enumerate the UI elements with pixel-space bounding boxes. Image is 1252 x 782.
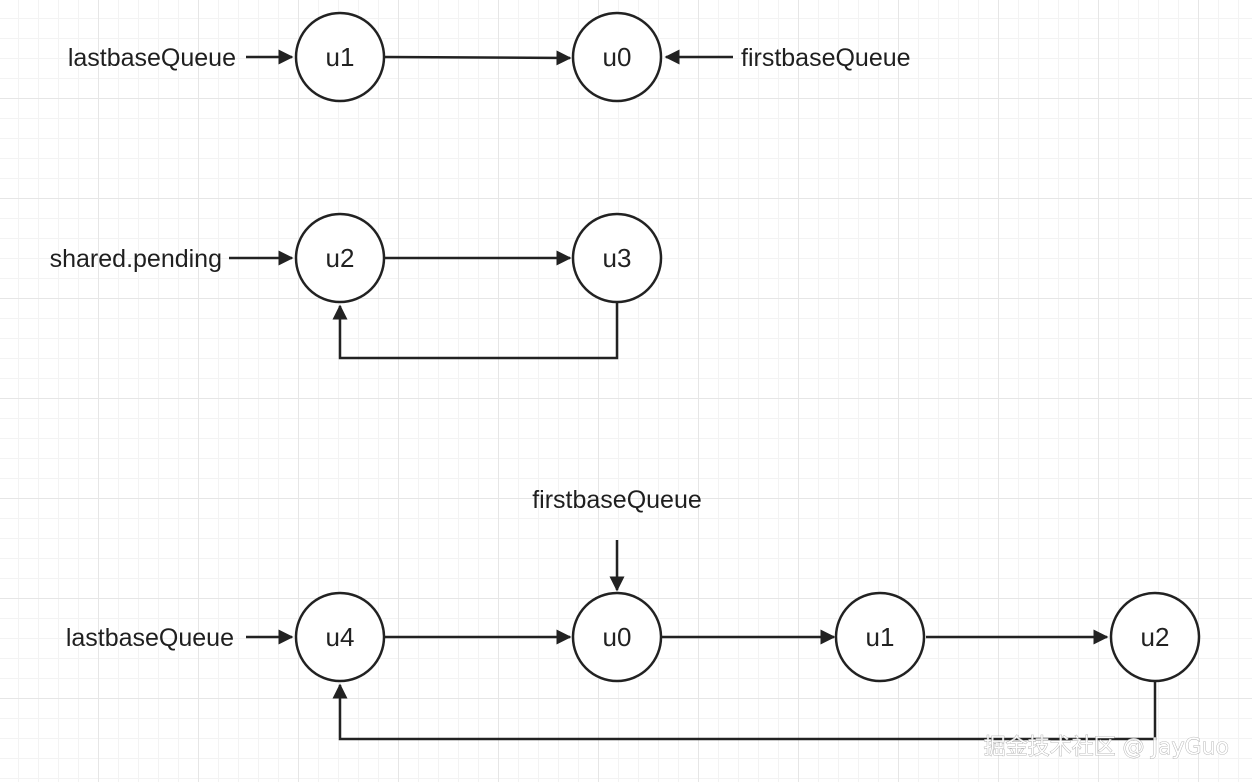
node-u0-label: u0 [603,622,632,652]
node-u0-label: u0 [603,42,632,72]
node-u2[interactable] [294,212,386,304]
diagram-2: u2 u3 shared.pending [50,212,663,360]
shared-pending-label: shared.pending [50,245,222,273]
lastbasequeue-label: lastbaseQueue [68,44,236,72]
arrow-u2-back-to-u4 [332,681,1157,741]
node-u2[interactable] [1109,591,1201,683]
watermark-text: 掘金技术社区 @ JayGuo [984,735,1229,760]
node-u2-label: u2 [1141,622,1170,652]
node-u1-label: u1 [866,622,895,652]
node-u1[interactable] [834,591,926,683]
arrow-u1-to-u0 [384,50,572,66]
node-u4-label: u4 [326,622,355,652]
node-u3[interactable] [571,212,663,304]
node-u1-label: u1 [326,42,355,72]
firstbasequeue-label: firstbaseQueue [532,486,702,514]
arrow-u3-back-to-u2 [332,302,619,360]
diagram-3: u4 u0 u1 u2 firstbaseQueue lastbaseQueue [66,486,1201,741]
node-u2-label: u2 [326,243,355,273]
node-u4[interactable] [294,591,386,683]
node-u0[interactable] [571,591,663,683]
firstbasequeue-label: firstbaseQueue [741,44,911,72]
lastbasequeue-label: lastbaseQueue [66,624,234,652]
node-u3-label: u3 [603,243,632,273]
diagram-1: u1 u0 lastbaseQueue firstbaseQueue [68,11,911,103]
node-u0[interactable] [571,11,663,103]
node-u1[interactable] [294,11,386,103]
